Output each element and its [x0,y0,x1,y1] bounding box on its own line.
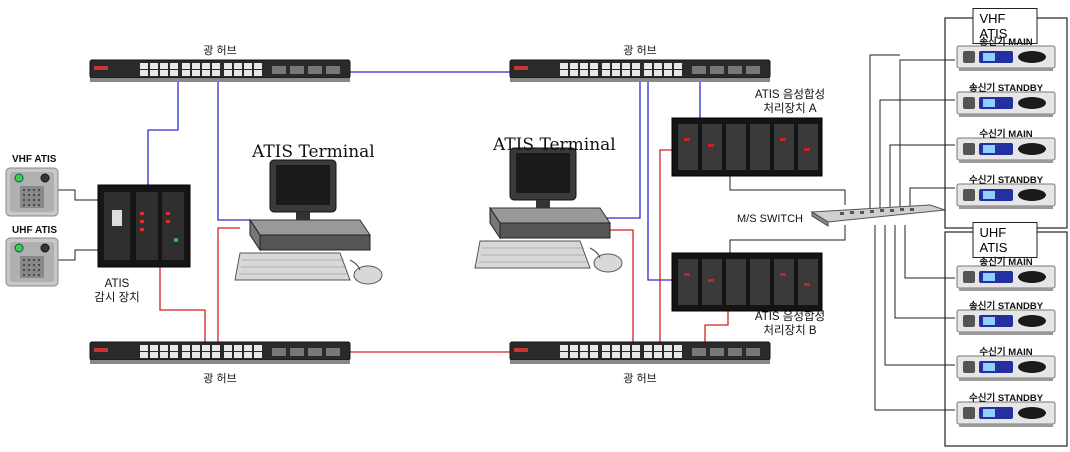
hub-label-bottom-right: 광 허브 [623,373,657,385]
synth-unit-a [671,117,823,177]
uhf-unit-label-3: 수신기 STANDBY [968,393,1044,404]
optical-hub-bottom-right [509,341,771,365]
ms-switch [810,204,946,227]
link-terminal-1-to-hub [217,227,240,342]
link-hub-to-terminal-2 [600,82,641,219]
uhf-panel-label: UHF ATIS [12,225,57,236]
link-synth-b-to-switch [729,225,846,255]
link-uhf-panel-to-monitor [58,249,100,261]
monitor-label-line2: 감시 장치 [94,292,140,304]
link-hub-to-synth-b [647,82,680,281]
hub-label-top-right: 광 허브 [623,45,657,57]
vhf-tx-main [956,45,1056,72]
hub-label-top-left: 광 허브 [203,45,237,57]
atis-terminal-1 [234,159,383,285]
monitor-label: ATIS 감시 장치 [94,277,140,305]
uhf-group-title: UHF ATIS [972,222,1038,258]
synth-b-label-line1: ATIS 음성합성 [754,311,826,323]
link-synth-b-to-hub [704,308,729,342]
link-hub-to-monitor [147,82,179,190]
ms-switch-label: M/S SWITCH [737,213,803,225]
vhf-tx-standby [956,91,1056,118]
uhf-tx-main [956,265,1056,292]
terminal-1-label: ATIS Terminal [252,142,375,162]
black-links [58,54,955,411]
optical-hub-top-right [509,59,771,83]
synth-b-label: ATIS 음성합성 처리장치 B [755,310,825,338]
vhf-unit-label-0: 송신기 MAIN [979,37,1033,48]
link-synth-a-to-switch [729,175,846,205]
vhf-group-title: VHF ATIS [972,8,1038,44]
uhf-unit-label-0: 송신기 MAIN [979,257,1033,268]
link-synth-a-to-hub [659,149,680,342]
link-terminal-2-to-hub [600,229,634,342]
synth-a-label-line1: ATIS 음성합성 [754,89,826,101]
link-hub-to-terminal-1 [217,82,250,221]
vhf-rx-standby [956,183,1056,210]
uhf-unit-label-1: 송신기 STANDBY [968,301,1044,312]
uhf-unit-label-2: 수신기 MAIN [979,347,1033,358]
monitor-label-line1: ATIS [104,278,130,290]
blue-links [147,71,701,281]
link-vhf-panel-to-monitor [58,189,100,201]
synth-b-label-line2: 처리장치 B [763,325,817,337]
vhf-panel-label: VHF ATIS [12,154,57,165]
synth-unit-b [671,252,823,312]
vhf-unit-label-3: 수신기 STANDBY [968,175,1044,186]
uhf-tx-standby [956,309,1056,336]
atis-terminal-2 [474,147,623,273]
vhf-rx-main [956,137,1056,164]
hub-label-bottom-left: 광 허브 [203,373,237,385]
terminal-2-label: ATIS Terminal [493,135,616,155]
vhf-atis-panel [5,167,59,217]
synth-a-label: ATIS 음성합성 처리장치 A [755,88,825,116]
vhf-unit-label-1: 송신기 STANDBY [968,83,1044,94]
uhf-rx-main [956,355,1056,382]
uhf-atis-panel [5,237,59,287]
optical-hub-bottom-left [89,341,351,365]
vhf-unit-label-2: 수신기 MAIN [979,129,1033,140]
monitoring-unit [97,184,191,268]
synth-a-label-line2: 처리장치 A [763,103,817,115]
uhf-rx-standby [956,401,1056,428]
link-monitor-to-hub [159,265,206,342]
red-links [159,149,729,353]
optical-hub-top-left [89,59,351,83]
